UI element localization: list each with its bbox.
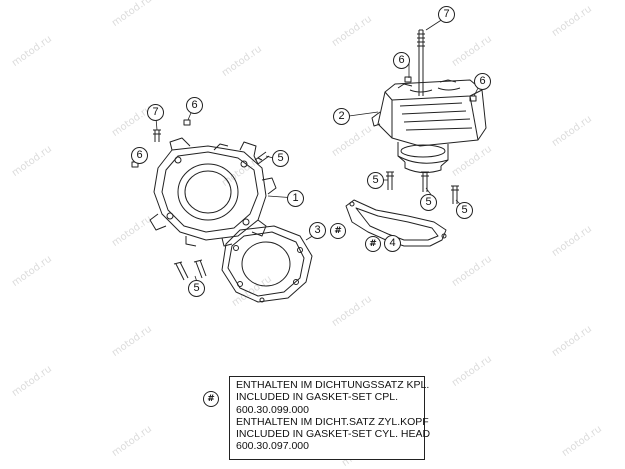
callout-6-cylinder-left: 6 — [393, 52, 410, 69]
cylinder-head-part — [149, 137, 277, 247]
callout-6-cylinder-right: 6 — [474, 73, 491, 90]
legend-line-3: 600.30.099.000 — [236, 403, 309, 416]
head-gasket-part — [221, 225, 313, 303]
hash-marker-4: # — [365, 236, 381, 252]
callout-4-base-gasket: 4 — [384, 235, 401, 252]
callout-5-cylinder-bolt-mid: 5 — [420, 194, 437, 211]
callout-5-cylinder-bolt-left: 5 — [367, 172, 384, 189]
callout-5-head-bolt: 5 — [272, 150, 289, 167]
callout-6-head-top: 6 — [186, 97, 203, 114]
callout-2-cylinder: 2 — [333, 108, 350, 125]
head-small-parts — [131, 119, 270, 168]
legend-line-4: ENTHALTEN IM DICHT.SATZ ZYL.KOPF — [236, 415, 429, 428]
legend-line-6: 600.30.097.000 — [236, 440, 309, 453]
callout-1-cylinder-head: 1 — [287, 190, 304, 207]
callout-5-cylinder-bolt-right: 5 — [456, 202, 473, 219]
legend-line-5: INCLUDED IN GASKET-SET CYL. HEAD — [236, 428, 431, 441]
cylinder-part — [371, 29, 487, 174]
hash-marker-3: # — [330, 223, 346, 239]
callout-5-lower-bolt: 5 — [188, 280, 205, 297]
legend-line-2: INCLUDED IN GASKET-SET CPL. — [236, 391, 399, 404]
legend-hash-marker: # — [203, 391, 219, 407]
callout-3-head-gasket: 3 — [309, 222, 326, 239]
gasket-set-legend: ENTHALTEN IM DICHTUNGSSATZ KPL. INCLUDED… — [229, 376, 431, 460]
legend-line-1: ENTHALTEN IM DICHTUNGSSATZ KPL. — [236, 379, 430, 391]
callout-7-head: 7 — [147, 104, 164, 121]
base-bolt-set-right — [386, 171, 459, 204]
callout-6-head-left: 6 — [131, 147, 148, 164]
callout-7-top: 7 — [438, 6, 455, 23]
base-bolt-set-left — [173, 259, 207, 281]
